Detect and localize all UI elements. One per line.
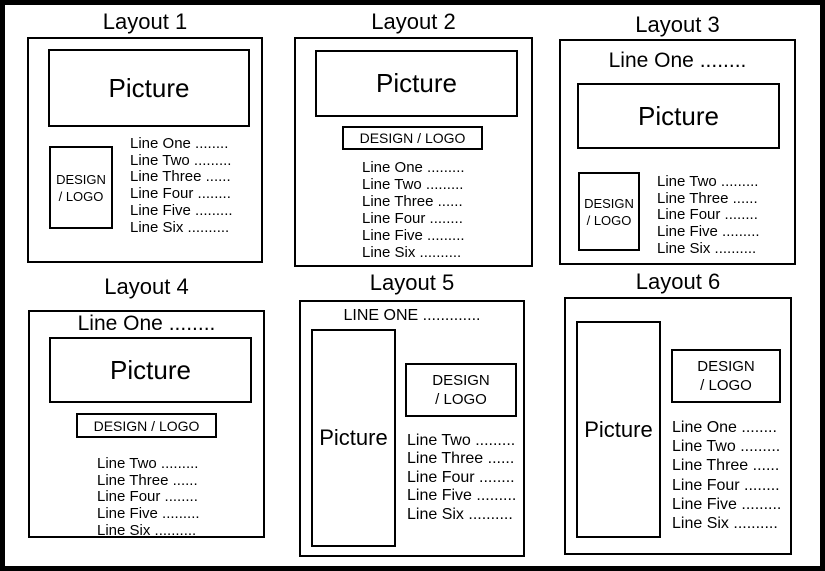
picture-label: Picture	[108, 72, 190, 103]
text-line: Line Six ..........	[672, 515, 778, 533]
text-line: Line Two .........	[97, 455, 199, 472]
text-line: Line Three ......	[672, 457, 780, 475]
design-logo-box: DESIGN / LOGO	[671, 349, 781, 403]
design-logo-label-line1: DESIGN	[584, 195, 634, 211]
text-lines: Line Two ......... Line Three ...... Lin…	[407, 432, 516, 524]
text-line: Line Four ........	[97, 488, 198, 506]
design-logo-label-line1: DESIGN	[56, 171, 106, 187]
text-line: Line One ........	[672, 419, 777, 436]
layout-6-panel: Picture DESIGN / LOGO Line One ........ …	[564, 297, 792, 555]
text-line: Line Five .........	[657, 223, 760, 241]
text-line: Line Five .........	[407, 487, 517, 505]
text-line: Line Two .........	[130, 151, 232, 169]
design-logo-label-line2: / LOGO	[586, 212, 632, 228]
text-line: Line Five .........	[672, 495, 782, 513]
picture-label: Picture	[376, 68, 457, 98]
text-lines: Line One ......... Line Two ......... Li…	[362, 159, 465, 261]
text-line: Line Two .........	[657, 173, 759, 190]
picture-box: Picture	[315, 50, 518, 117]
text-line: Line One ........	[130, 135, 229, 152]
header-line: LINE ONE .............	[343, 307, 481, 324]
design-logo-box: DESIGN / LOGO	[49, 146, 113, 229]
picture-label: Picture	[110, 354, 191, 385]
design-logo-label: DESIGN / LOGO	[359, 130, 466, 146]
text-lines: Line One ........ Line Two ......... Lin…	[130, 135, 233, 236]
text-lines: Line Two ......... Line Three ...... Lin…	[97, 455, 200, 540]
picture-box: Picture	[577, 83, 780, 149]
layout-6-title: Layout 6	[635, 269, 721, 294]
design-logo-box: DESIGN / LOGO	[342, 126, 483, 150]
header-line: Line One ........	[608, 49, 747, 72]
layout-3-title: Layout 3	[635, 12, 720, 37]
layout-1-panel: Picture DESIGN / LOGO Line One ........ …	[27, 37, 263, 263]
text-line: Line Five .........	[130, 201, 233, 219]
text-line: Line Two .........	[672, 438, 781, 456]
design-logo-label-line2: / LOGO	[435, 391, 487, 408]
text-line: Line Six ..........	[130, 218, 230, 236]
text-line: Line Six ..........	[97, 521, 197, 539]
text-line: Line Six ..........	[407, 505, 513, 523]
design-logo-box: DESIGN / LOGO	[578, 172, 640, 251]
text-line: Line Six ..........	[657, 239, 757, 257]
layout-2-title: Layout 2	[371, 9, 456, 34]
text-line: Line Three ......	[130, 168, 231, 186]
layout-1-title: Layout 1	[102, 9, 188, 34]
layout-2-panel: Picture DESIGN / LOGO Line One .........…	[294, 37, 533, 267]
picture-label: Picture	[638, 100, 719, 131]
design-logo-box: DESIGN / LOGO	[76, 413, 217, 438]
design-logo-label-line1: DESIGN	[432, 372, 490, 389]
text-line: Line One .........	[362, 159, 465, 176]
picture-box: Picture	[48, 49, 250, 127]
layout-4-panel: Line One ........ Picture DESIGN / LOGO …	[28, 310, 265, 540]
text-line: Line Six ..........	[362, 244, 462, 261]
text-line: Line Three ......	[657, 189, 758, 207]
text-line: Line Four ........	[657, 206, 758, 224]
text-line: Line Three ......	[407, 450, 515, 468]
layout-5-title: Layout 5	[369, 270, 455, 295]
design-logo-label-line2: / LOGO	[58, 188, 104, 204]
text-line: Line Five .........	[362, 227, 465, 244]
picture-box: Picture	[576, 321, 661, 538]
text-line: Line Five .........	[97, 505, 200, 523]
text-line: Line Four ........	[130, 185, 231, 203]
layout-3-panel: Line One ........ Picture DESIGN / LOGO …	[559, 39, 796, 265]
text-line: Line Four ........	[672, 476, 780, 494]
text-line: Line Two .........	[362, 176, 464, 193]
picture-box: Picture	[49, 337, 252, 403]
text-line: Line Four ........	[362, 210, 463, 227]
picture-label: Picture	[584, 416, 653, 442]
picture-label: Picture	[319, 425, 388, 450]
design-logo-label-line1: DESIGN	[697, 358, 755, 375]
text-line: Line Three ......	[362, 193, 463, 210]
text-line: Line Two .........	[407, 432, 516, 449]
layout-5-panel: LINE ONE ............. Picture DESIGN / …	[299, 300, 525, 557]
design-logo-label: DESIGN / LOGO	[93, 417, 200, 434]
layout-4-title: Layout 4	[104, 274, 189, 299]
picture-box: Picture	[311, 329, 396, 547]
header-line: Line One ........	[77, 312, 216, 335]
text-lines: Line Two ......... Line Three ...... Lin…	[657, 173, 760, 258]
text-lines: Line One ........ Line Two ......... Lin…	[672, 418, 781, 533]
text-line: Line Three ......	[97, 471, 198, 489]
text-line: Line Four ........	[407, 468, 515, 486]
design-logo-box: DESIGN / LOGO	[405, 363, 517, 417]
design-logo-label-line2: / LOGO	[700, 377, 752, 394]
